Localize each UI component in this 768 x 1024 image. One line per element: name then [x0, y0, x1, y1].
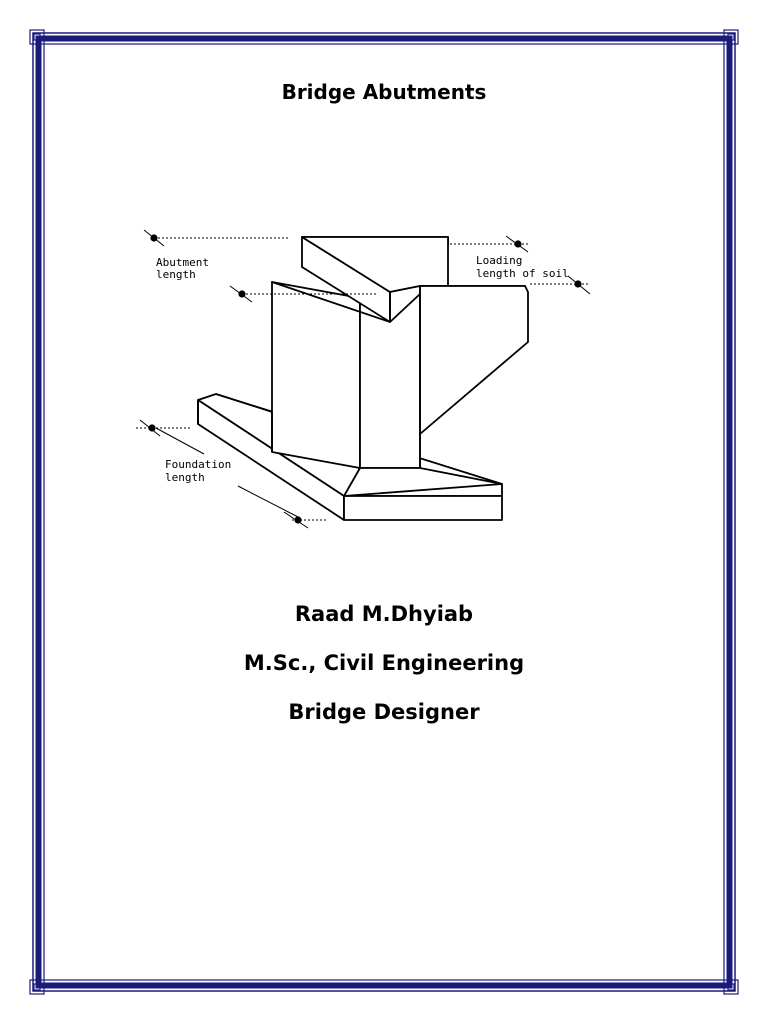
wing-wall [419, 285, 529, 435]
foundation-length-guide-bottom [237, 485, 301, 519]
abutment-length-dot-top [150, 234, 158, 242]
corner-ornament-top-left [29, 29, 45, 45]
label-loading-line2: length of soil [476, 267, 569, 280]
abutment-length-dot-bottom [238, 290, 246, 298]
loading-length-dot-top [514, 240, 522, 248]
stem-base [343, 467, 503, 497]
foundation-length-dot-bottom [294, 516, 302, 524]
label-abutment-line2: length [156, 268, 196, 281]
foundation-length-guide-top [155, 427, 205, 455]
stem-front-face [271, 281, 361, 469]
foundation-length-dot-top [148, 424, 156, 432]
loading-length-dot-bottom [574, 280, 582, 288]
label-abutment-line1: Abutment [156, 256, 209, 269]
label-foundation-line1: Foundation [165, 458, 231, 471]
label-loading-line1: Loading [476, 254, 522, 267]
author-degree: M.Sc., Civil Engineering [243, 651, 525, 675]
document-title: Bridge Abutments [281, 80, 487, 104]
author-block: Raad M.Dhyiab M.Sc., Civil Engineering B… [0, 596, 768, 743]
author-role: Bridge Designer [288, 700, 480, 724]
foundation-slab-right-end [343, 495, 503, 521]
label-foundation-line2: length [165, 471, 205, 484]
corner-ornament-bottom-left [29, 979, 45, 995]
corner-ornament-bottom-right [723, 979, 739, 995]
bridge-abutment-figure: Abutment length Loading length of soil F… [136, 229, 591, 529]
author-name: Raad M.Dhyiab [294, 602, 474, 626]
corner-ornament-top-right [723, 29, 739, 45]
